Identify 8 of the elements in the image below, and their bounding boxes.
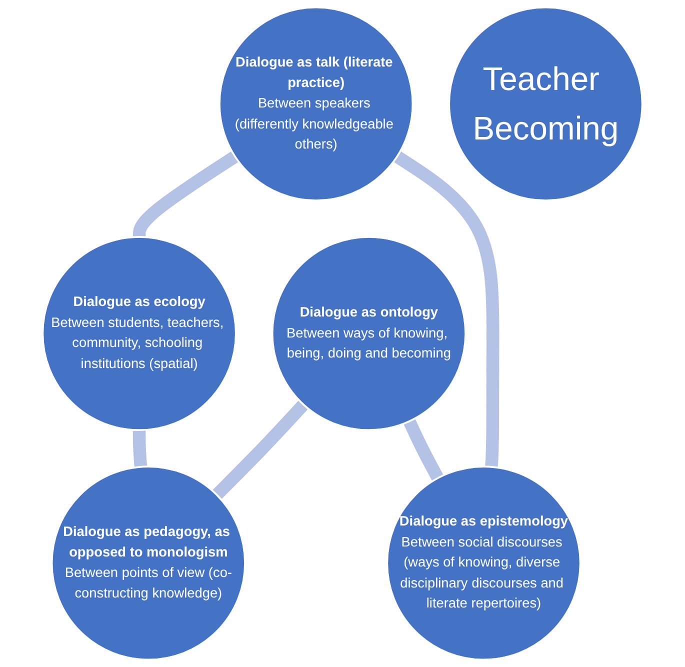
node-circle: Teacher Becoming (448, 6, 644, 202)
connector (404, 418, 444, 482)
node-circle: Dialogue as ecology Between students, teachers, community, schooling institutions (spatial) (42, 236, 237, 431)
node-circle: Dialogue as pedagogy, as opposed to monologism Between points of view (co-constructing knowledge) (50, 466, 246, 661)
node-circle: Dialogue as ontology Between ways of knowing, being, doing and becoming (271, 236, 466, 431)
node-circle: Dialogue as epistemology Between social discourses (ways of knowing, diverse disciplinary discourses and literate repertoires) (386, 466, 582, 661)
connector (212, 400, 308, 500)
node-circle: Dialogue as talk (literate practice) Between speakers (differently knowledgeable others) (218, 6, 414, 202)
